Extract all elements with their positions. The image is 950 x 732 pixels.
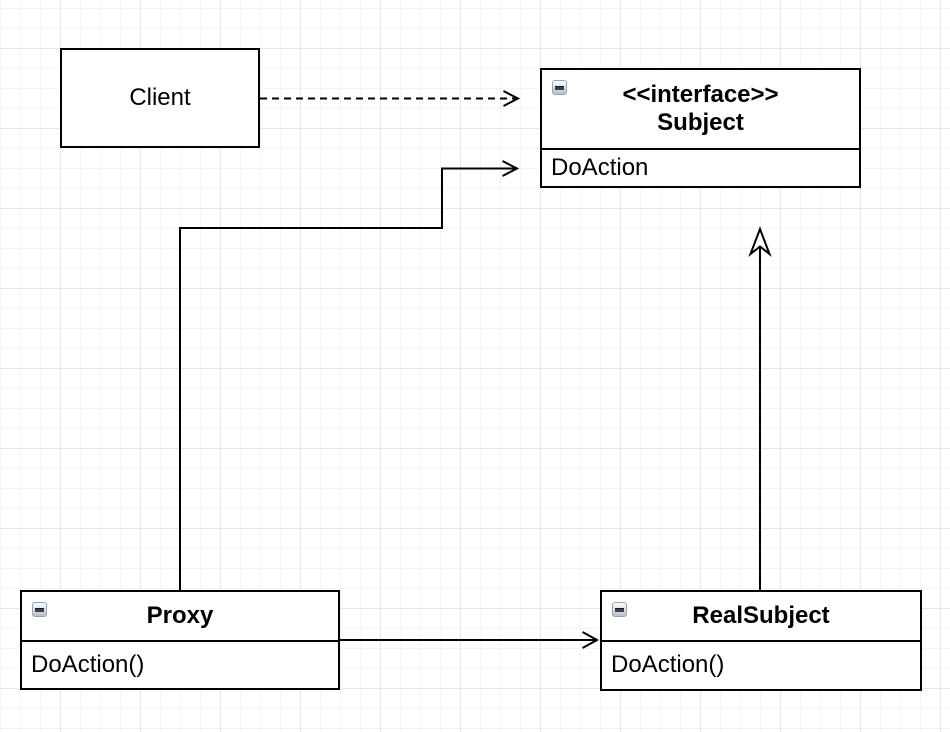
open-arrowhead-icon	[503, 90, 521, 107]
collapse-icon[interactable]	[32, 602, 47, 617]
node-subject-header: <<interface>> Subject	[542, 70, 859, 150]
collapse-icon[interactable]	[612, 602, 627, 617]
node-realsubject-body: DoAction()	[602, 642, 920, 688]
edge-shaft	[179, 167, 516, 590]
node-subject[interactable]: <<interface>> Subject DoAction	[540, 68, 861, 188]
open-dart-arrowhead-icon	[748, 226, 772, 258]
open-arrowhead-icon	[582, 631, 600, 649]
collapse-icon[interactable]	[552, 80, 567, 95]
node-proxy-name: Proxy	[146, 602, 214, 629]
minus-icon	[35, 607, 44, 612]
edge-proxy-to-subject[interactable]	[179, 160, 520, 590]
node-subject-stereotype: <<interface>>	[622, 81, 779, 108]
node-realsubject-method: DoAction()	[611, 651, 725, 678]
node-realsubject-header: RealSubject	[602, 592, 920, 642]
node-subject-body: DoAction	[542, 150, 859, 186]
edge-realsubject-to-subject[interactable]	[748, 226, 772, 590]
node-subject-name: Subject	[657, 109, 744, 136]
node-realsubject-name: RealSubject	[692, 602, 830, 629]
node-proxy-header: Proxy	[22, 592, 338, 642]
node-subject-method: DoAction	[551, 154, 649, 181]
node-proxy-method: DoAction()	[31, 651, 145, 678]
node-client[interactable]: Client	[60, 48, 260, 148]
minus-icon	[615, 607, 624, 612]
node-realsubject[interactable]: RealSubject DoAction()	[600, 590, 922, 691]
minus-icon	[555, 85, 564, 90]
node-proxy-body: DoAction()	[22, 642, 338, 688]
open-arrowhead-icon	[502, 160, 520, 177]
edge-proxy-to-realsubject[interactable]	[340, 631, 600, 649]
edge-client-to-subject[interactable]	[260, 90, 521, 107]
node-client-label: Client	[129, 84, 191, 111]
node-proxy[interactable]: Proxy DoAction()	[20, 590, 340, 690]
